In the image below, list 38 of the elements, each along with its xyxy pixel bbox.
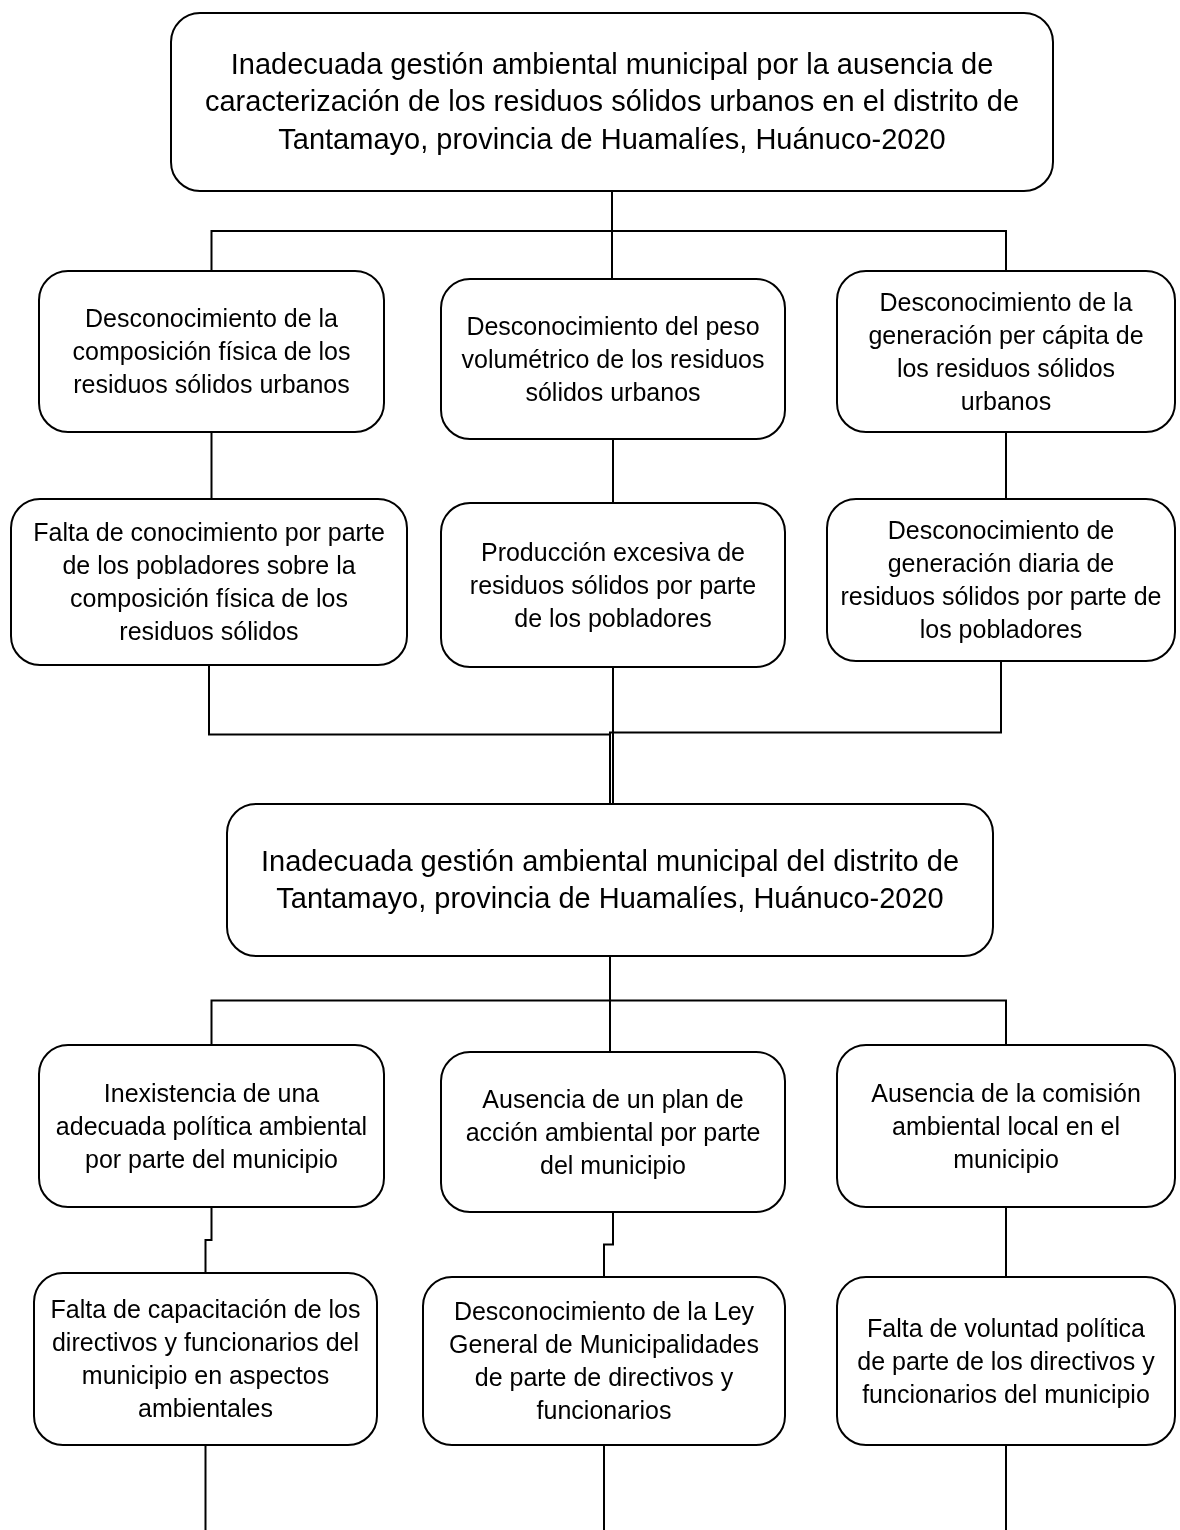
cause-box	[422, 1276, 786, 1446]
cause-box	[836, 1044, 1176, 1208]
cause-box	[33, 1272, 378, 1446]
cause-box	[440, 278, 786, 440]
connector-line	[603, 1445, 605, 1530]
cause-box	[38, 1044, 385, 1208]
connector-line	[210, 432, 213, 499]
node-text: Inexistencia de una adecuada política ambiental por parte del municipio	[54, 1077, 369, 1175]
node-text: Falta de capacitación de los directivos y funcionarios del municipio en aspectos ambientales	[49, 1294, 362, 1424]
node-text: Ausencia de la comisión ambiental local en el municipio	[870, 1077, 1142, 1175]
cause-box	[10, 498, 408, 666]
cause-box	[836, 270, 1176, 433]
node-text: Producción excesiva de residuos sólidos por parte de los pobladores	[468, 536, 758, 634]
node-text: Ausencia de un plan de acción ambiental por parte del municipio	[464, 1083, 762, 1181]
node-text: Desconocimiento del peso volumétrico de los residuos sólidos urbanos	[460, 310, 766, 408]
cause-box	[836, 1276, 1176, 1446]
connector-line	[603, 1212, 614, 1277]
node-text: Desconocimiento de la composición física de los residuos sólidos urbanos	[71, 303, 352, 400]
connector-line	[1005, 1207, 1007, 1277]
node-text: Desconocimiento de la Ley General de Municipalidades de parte de directivos y funcionarios	[448, 1296, 760, 1426]
cause-box	[826, 498, 1176, 662]
problem-box	[226, 803, 994, 957]
connector-line	[204, 1445, 207, 1530]
node-text: Desconocimiento de la generación per cápita de los residuos sólidos urbanos	[867, 286, 1145, 417]
connector-line	[1005, 1445, 1007, 1530]
cause-box	[440, 1051, 786, 1213]
node-text: Falta de voluntad política de parte de los directivos y funcionarios del municipio	[856, 1312, 1156, 1410]
node-text: Falta de conocimiento por parte de los pobladores sobre la composición física de los residuos sólidos	[32, 517, 386, 647]
node-text: Desconocimiento de generación diaria de residuos sólidos por parte de los pobladores	[840, 515, 1162, 645]
node-text: Inadecuada gestión ambiental municipal del distrito de Tantamayo, provincia de Huamalíes, Huánuco-2020	[259, 843, 961, 916]
connector-line	[1005, 432, 1007, 499]
connector-line	[612, 667, 614, 804]
cause-box	[440, 502, 786, 668]
problem-box	[170, 12, 1054, 192]
node-text: Inadecuada gestión ambiental municipal por la ausencia de caracterización de los residuos sólidos urbanos en el distrito de Tantamayo, provincia de Huamalíes, Huánuco-2020	[203, 47, 1021, 157]
connector-line	[612, 439, 614, 503]
connector-line	[204, 1207, 213, 1273]
cause-box	[38, 270, 385, 433]
